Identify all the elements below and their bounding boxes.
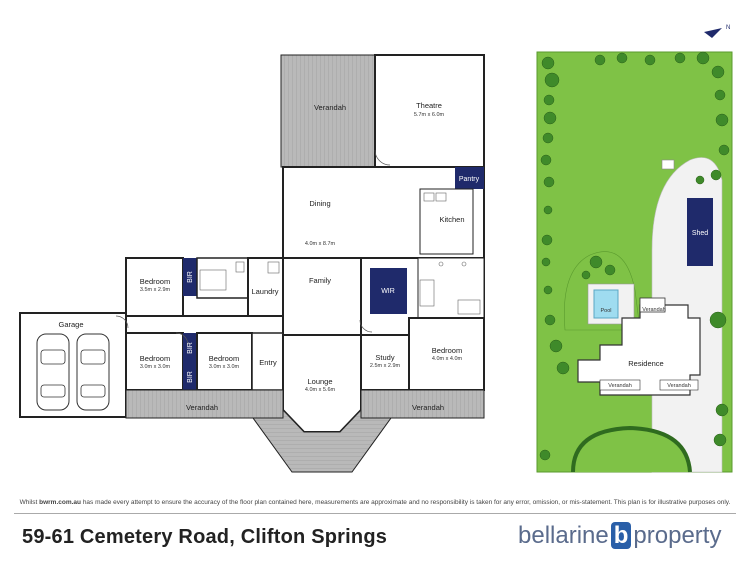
bir-top-closet: [183, 258, 197, 296]
bedroom-top-room: [125, 257, 184, 317]
trees: [539, 51, 730, 461]
master-bedroom-room: [408, 317, 485, 391]
family-dims: 4.0m x 8.7m: [305, 241, 336, 247]
bir-top-label: BIR: [187, 271, 194, 283]
verandah-left-label: Verandah: [186, 403, 218, 412]
pantry-room: [455, 167, 484, 189]
study-dims: 2.5m x 2.9m: [370, 363, 401, 369]
pool-label: Pool: [600, 308, 611, 314]
bedroom-left-label: Bedroom: [140, 354, 170, 363]
verandah-top-area: [280, 54, 376, 168]
verandah-top-label: Verandah: [314, 103, 346, 112]
shed-label: Shed: [692, 230, 708, 237]
master-bedroom-label: Bedroom: [432, 346, 462, 355]
bir-mid-label: BIR: [187, 371, 194, 383]
entry-label: Entry: [259, 358, 277, 367]
theatre-room: [374, 54, 485, 168]
bedroom-top-label: Bedroom: [140, 277, 170, 286]
north-label: N: [726, 25, 730, 31]
bedroom-top-dims: 3.5m x 2.9m: [140, 287, 171, 293]
garage-label: Garage: [58, 320, 83, 329]
disclaimer-text: Whilst bwrm.com.au has made every attemp…: [19, 499, 731, 506]
pool: [593, 289, 619, 319]
theatre-label: Theatre: [416, 101, 442, 110]
verandah-b-label: Verandah: [667, 383, 691, 389]
property-address: 59-61 Cemetery Road, Clifton Springs: [22, 526, 388, 548]
bedroom-left-dims: 3.0m x 3.0m: [140, 364, 171, 370]
kitchen-label: Kitchen: [439, 215, 464, 224]
verandah-a-label: Verandah: [608, 383, 632, 389]
bir-left-label: BIR: [187, 342, 194, 354]
laundry-label: Laundry: [251, 287, 278, 296]
bir-mid-closet: [183, 363, 197, 390]
kitchen-sink-right: [435, 192, 447, 202]
divider: [14, 513, 736, 514]
lounge-label: Lounge: [307, 377, 332, 386]
north-arrow-icon: [704, 28, 722, 38]
verandah-bay: [252, 408, 392, 473]
site-plan: N: [536, 25, 733, 473]
study-label: Study: [375, 353, 394, 362]
bedroom-mid-dims: 3.0m x 3.0m: [209, 364, 240, 370]
lounge-dims: 4.0m x 5.6m: [305, 387, 336, 393]
car-left-icon: [36, 333, 70, 411]
house-plan: [19, 54, 485, 473]
garden-arc: [571, 425, 692, 473]
bedroom-mid-label: Bedroom: [209, 354, 239, 363]
residence-label: Residence: [628, 359, 663, 368]
shed: [687, 198, 713, 266]
master-bedroom-dims: 4.0m x 4.0m: [432, 356, 463, 362]
verandah-pool-label: Verandah: [642, 307, 666, 313]
bir-left-closet: [183, 333, 197, 363]
car-right-icon: [76, 333, 110, 411]
theatre-dims: 5.7m x 6.0m: [414, 112, 445, 118]
floor-plan: Verandah Theatre 5.7m x 6.0m Pantry Dini…: [19, 25, 733, 473]
dining-label: Dining: [309, 199, 330, 208]
verandah-right-area: [360, 389, 485, 419]
family-label: Family: [309, 276, 331, 285]
kitchen-sink-left: [423, 192, 435, 202]
wir-label: WIR: [381, 288, 395, 295]
verandah-right-label: Verandah: [412, 403, 444, 412]
pantry-label: Pantry: [459, 176, 480, 183]
verandah-left-area: [125, 389, 284, 419]
wir-room: [370, 268, 407, 314]
